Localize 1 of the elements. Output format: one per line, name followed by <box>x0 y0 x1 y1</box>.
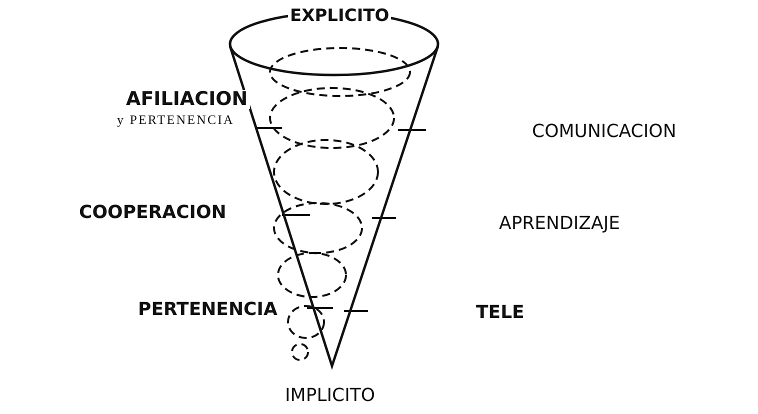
cone-label: AFILIACION <box>124 90 250 109</box>
